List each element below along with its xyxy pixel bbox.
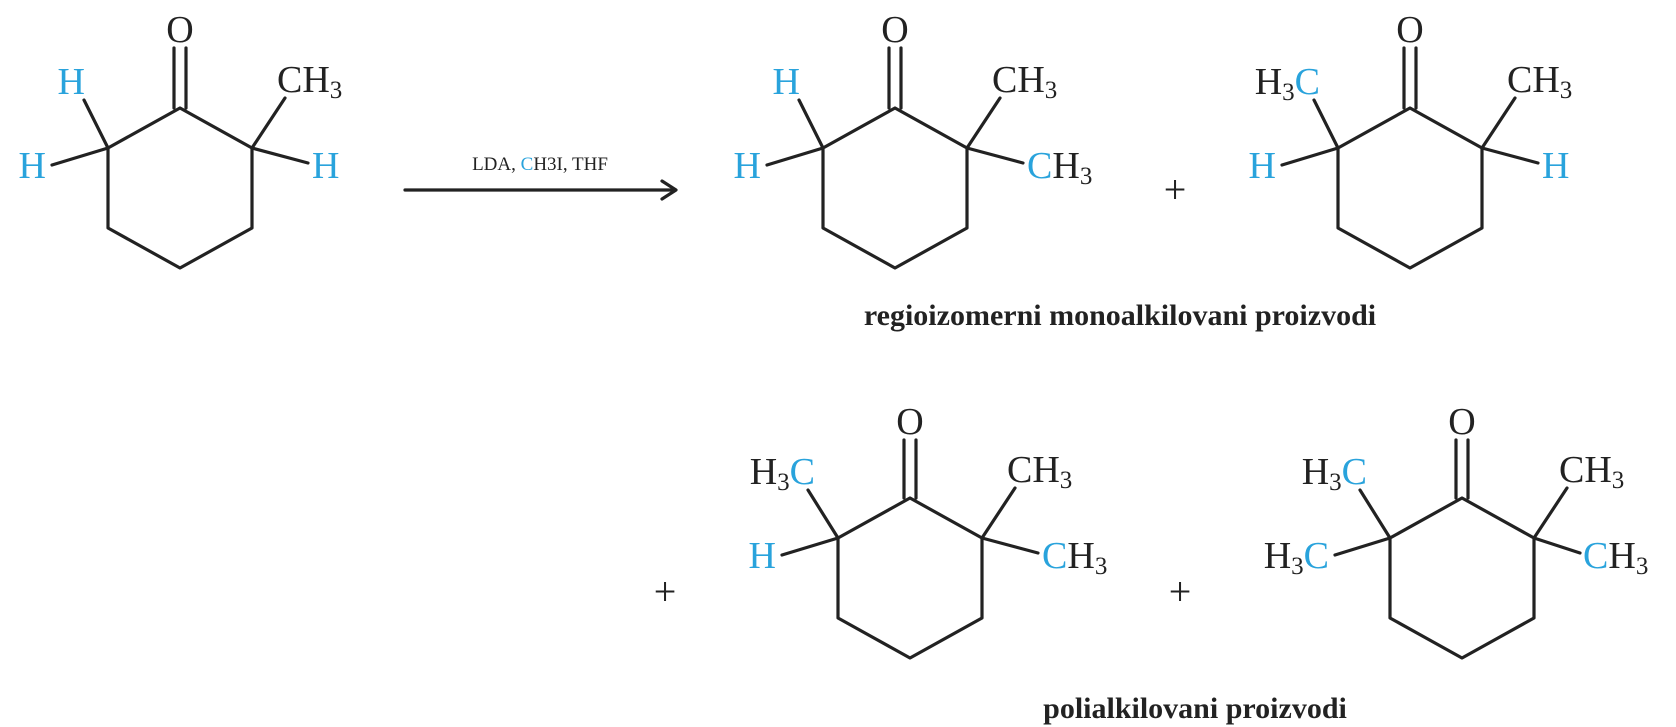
poly-product-tetramethyl: O H3C H3C CH3 CH3 xyxy=(1264,401,1648,660)
bond-upper-right xyxy=(1532,486,1569,540)
substituent-lower-right: H xyxy=(312,145,339,187)
ring-bonds xyxy=(821,106,969,270)
substituent-upper-right: CH3 xyxy=(1559,449,1624,494)
substituent-upper-left: H xyxy=(773,61,800,103)
bond-upper-left xyxy=(797,98,825,150)
bond-lower-right xyxy=(1480,146,1540,165)
carbonyl-oxygen: O xyxy=(1448,401,1475,443)
bond-lower-right xyxy=(250,146,310,165)
bond-lower-left xyxy=(765,146,825,167)
ring-bonds xyxy=(106,106,254,270)
bond-lower-left xyxy=(780,536,840,557)
poly-products-label: polialkilovani proizvodi xyxy=(1043,692,1347,725)
bond-upper-right xyxy=(965,96,1002,150)
bond-lower-right xyxy=(1532,536,1582,555)
product-2-6-dimethyl: O H3C H CH3 H xyxy=(1249,9,1572,270)
carbonyl-oxygen: O xyxy=(166,9,193,51)
carbonyl-oxygen: O xyxy=(896,401,923,443)
bond-upper-left xyxy=(1312,98,1340,150)
ring-bonds xyxy=(1388,496,1536,660)
bond-upper-right xyxy=(250,96,287,150)
bond-upper-right xyxy=(980,486,1017,540)
substituent-upper-right: CH3 xyxy=(277,59,342,104)
substituent-lower-left: H xyxy=(19,145,46,187)
poly-product-trimethyl: O H3C H CH3 CH3 xyxy=(749,401,1107,660)
product-2-2-dimethyl: O H H CH3 CH3 xyxy=(734,9,1092,270)
bond-lower-right xyxy=(965,146,1025,165)
mono-products-label: regioizomerni monoalkilovani proizvodi xyxy=(864,299,1376,332)
bond-upper-left xyxy=(1358,488,1392,540)
substituent-upper-left: H xyxy=(58,61,85,103)
bond-upper-left xyxy=(82,98,110,150)
ring-bonds xyxy=(836,496,984,660)
substituent-lower-right: CH3 xyxy=(1042,535,1107,580)
substituent-upper-right: CH3 xyxy=(1507,59,1572,104)
substituent-lower-right: CH3 xyxy=(1027,145,1092,190)
substituent-upper-left: H3C xyxy=(1302,451,1367,496)
substituent-upper-left: H3C xyxy=(750,451,815,496)
substituent-lower-right: H xyxy=(1542,145,1569,187)
substituent-lower-left: H xyxy=(734,145,761,187)
substituent-lower-left: H3C xyxy=(1264,535,1329,580)
bond-lower-right xyxy=(980,536,1040,555)
substituent-upper-right: CH3 xyxy=(992,59,1057,104)
reaction-arrow xyxy=(403,179,678,201)
bond-upper-right xyxy=(1480,96,1517,150)
substituent-lower-left: H xyxy=(1249,145,1276,187)
carbonyl-oxygen: O xyxy=(881,9,908,51)
reaction-reagents: LDA, CH3I, THF xyxy=(472,154,608,175)
substituent-upper-left: H3C xyxy=(1255,61,1320,106)
bond-lower-left xyxy=(1280,146,1340,167)
substituent-lower-right: CH3 xyxy=(1583,535,1648,580)
bond-upper-left xyxy=(806,488,840,540)
plus-sign: + xyxy=(1169,569,1192,614)
carbonyl-oxygen: O xyxy=(1396,9,1423,51)
plus-sign: + xyxy=(1164,167,1187,212)
substituent-upper-right: CH3 xyxy=(1007,449,1072,494)
substituent-lower-left: H xyxy=(749,535,776,577)
ring-bonds xyxy=(1336,106,1484,270)
plus-sign: + xyxy=(654,569,677,614)
bond-lower-left xyxy=(1333,536,1392,557)
bond-lower-left xyxy=(50,146,110,167)
starting-ketone: O H H CH3 H xyxy=(19,9,342,270)
